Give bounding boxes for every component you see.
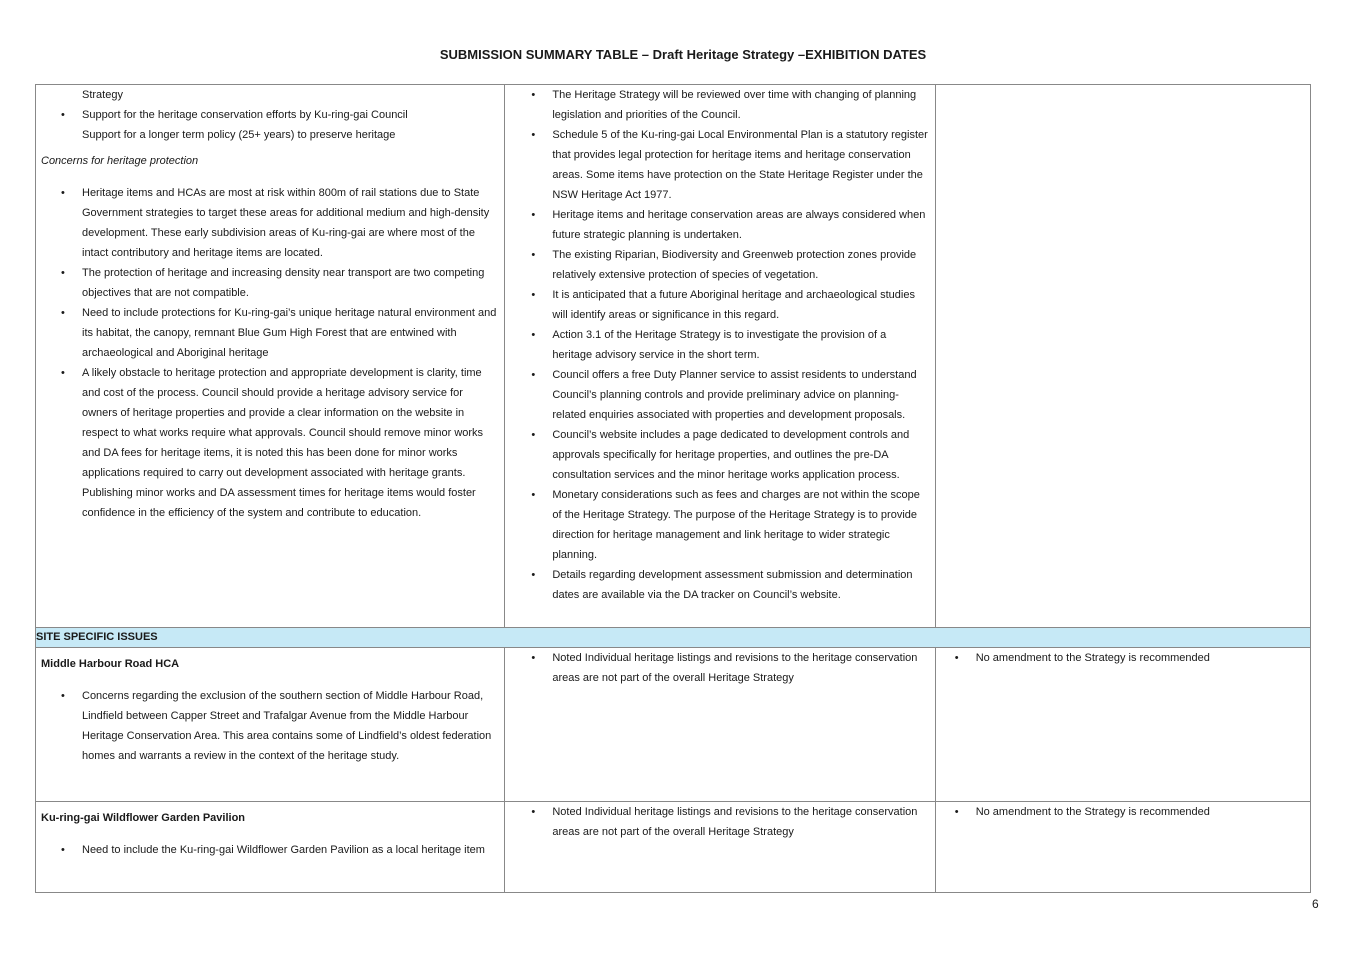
section-header-row: SITE SPECIFIC ISSUES — [35, 627, 1311, 648]
list-item: Schedule 5 of the Ku-ring-gai Local Envi… — [510, 125, 928, 205]
list-item: The existing Riparian, Biodiversity and … — [510, 245, 928, 285]
recommendation-cell: No amendment to the Strategy is recommen… — [934, 647, 1312, 802]
list-item: It is anticipated that a future Aborigin… — [510, 285, 928, 325]
section-header: SITE SPECIFIC ISSUES — [35, 627, 1311, 648]
issue-list: Concerns regarding the exclusion of the … — [41, 686, 498, 766]
row-heading: Ku-ring-gai Wildflower Garden Pavilion — [41, 812, 246, 824]
response-cell: The Heritage Strategy will be reviewed o… — [504, 84, 936, 628]
list-item: The protection of heritage and increasin… — [41, 263, 498, 303]
concerns-list: Heritage items and HCAs are most at risk… — [41, 183, 498, 523]
list-item: Council offers a free Duty Planner servi… — [510, 365, 928, 425]
table-row: Strategy Support for the heritage conser… — [34, 84, 1312, 628]
list-item: No amendment to the Strategy is recommen… — [941, 648, 1304, 668]
list-item: Monetary considerations such as fees and… — [510, 485, 928, 565]
list-item: Need to include the Ku-ring-gai Wildflow… — [41, 840, 498, 860]
response-cell: Noted Individual heritage listings and r… — [504, 647, 936, 802]
page-number: 6 — [1312, 897, 1319, 911]
list-item: Action 3.1 of the Heritage Strategy is t… — [510, 325, 928, 365]
list-item: Noted Individual heritage listings and r… — [510, 802, 928, 842]
response-list: Noted Individual heritage listings and r… — [510, 802, 928, 842]
list-item: Noted Individual heritage listings and r… — [510, 648, 928, 688]
page-title: SUBMISSION SUMMARY TABLE – Draft Heritag… — [439, 47, 927, 62]
support-list: Support for the heritage conservation ef… — [41, 105, 498, 125]
issue-list: Need to include the Ku-ring-gai Wildflow… — [41, 840, 498, 860]
response-list: The Heritage Strategy will be reviewed o… — [510, 85, 928, 605]
recommendation-list: No amendment to the Strategy is recommen… — [941, 648, 1304, 668]
list-item: The Heritage Strategy will be reviewed o… — [510, 85, 928, 125]
response-list: Noted Individual heritage listings and r… — [510, 648, 928, 688]
recommendation-cell — [934, 84, 1312, 628]
recommendation-list: No amendment to the Strategy is recommen… — [941, 802, 1304, 822]
recommendation-cell: No amendment to the Strategy is recommen… — [934, 801, 1312, 893]
list-item: Council’s website includes a page dedica… — [510, 425, 928, 485]
submission-cell: Middle Harbour Road HCA Concerns regardi… — [34, 647, 506, 802]
submission-cell: Ku-ring-gai Wildflower Garden Pavilion N… — [34, 801, 506, 893]
list-item: Need to include protections for Ku-ring-… — [41, 303, 498, 363]
row-heading: Middle Harbour Road HCA — [41, 658, 180, 670]
list-item: Heritage items and heritage conservation… — [510, 205, 928, 245]
continuation-text: Support for a longer term policy (25+ ye… — [82, 129, 396, 141]
list-item: Details regarding development assessment… — [510, 565, 928, 605]
list-item: Heritage items and HCAs are most at risk… — [41, 183, 498, 263]
list-item: A likely obstacle to heritage protection… — [41, 363, 498, 523]
table-row: Ku-ring-gai Wildflower Garden Pavilion N… — [34, 801, 1312, 893]
submission-summary-table: Strategy Support for the heritage conser… — [34, 84, 1312, 893]
response-cell: Noted Individual heritage listings and r… — [504, 801, 936, 893]
list-item: No amendment to the Strategy is recommen… — [941, 802, 1304, 822]
continuation-text: Strategy — [82, 89, 123, 101]
submission-cell: Strategy Support for the heritage conser… — [34, 84, 506, 628]
subheading: Concerns for heritage protection — [41, 155, 199, 167]
list-item: Concerns regarding the exclusion of the … — [41, 686, 498, 766]
list-item: Support for the heritage conservation ef… — [41, 105, 498, 125]
table-row: Middle Harbour Road HCA Concerns regardi… — [34, 647, 1312, 802]
